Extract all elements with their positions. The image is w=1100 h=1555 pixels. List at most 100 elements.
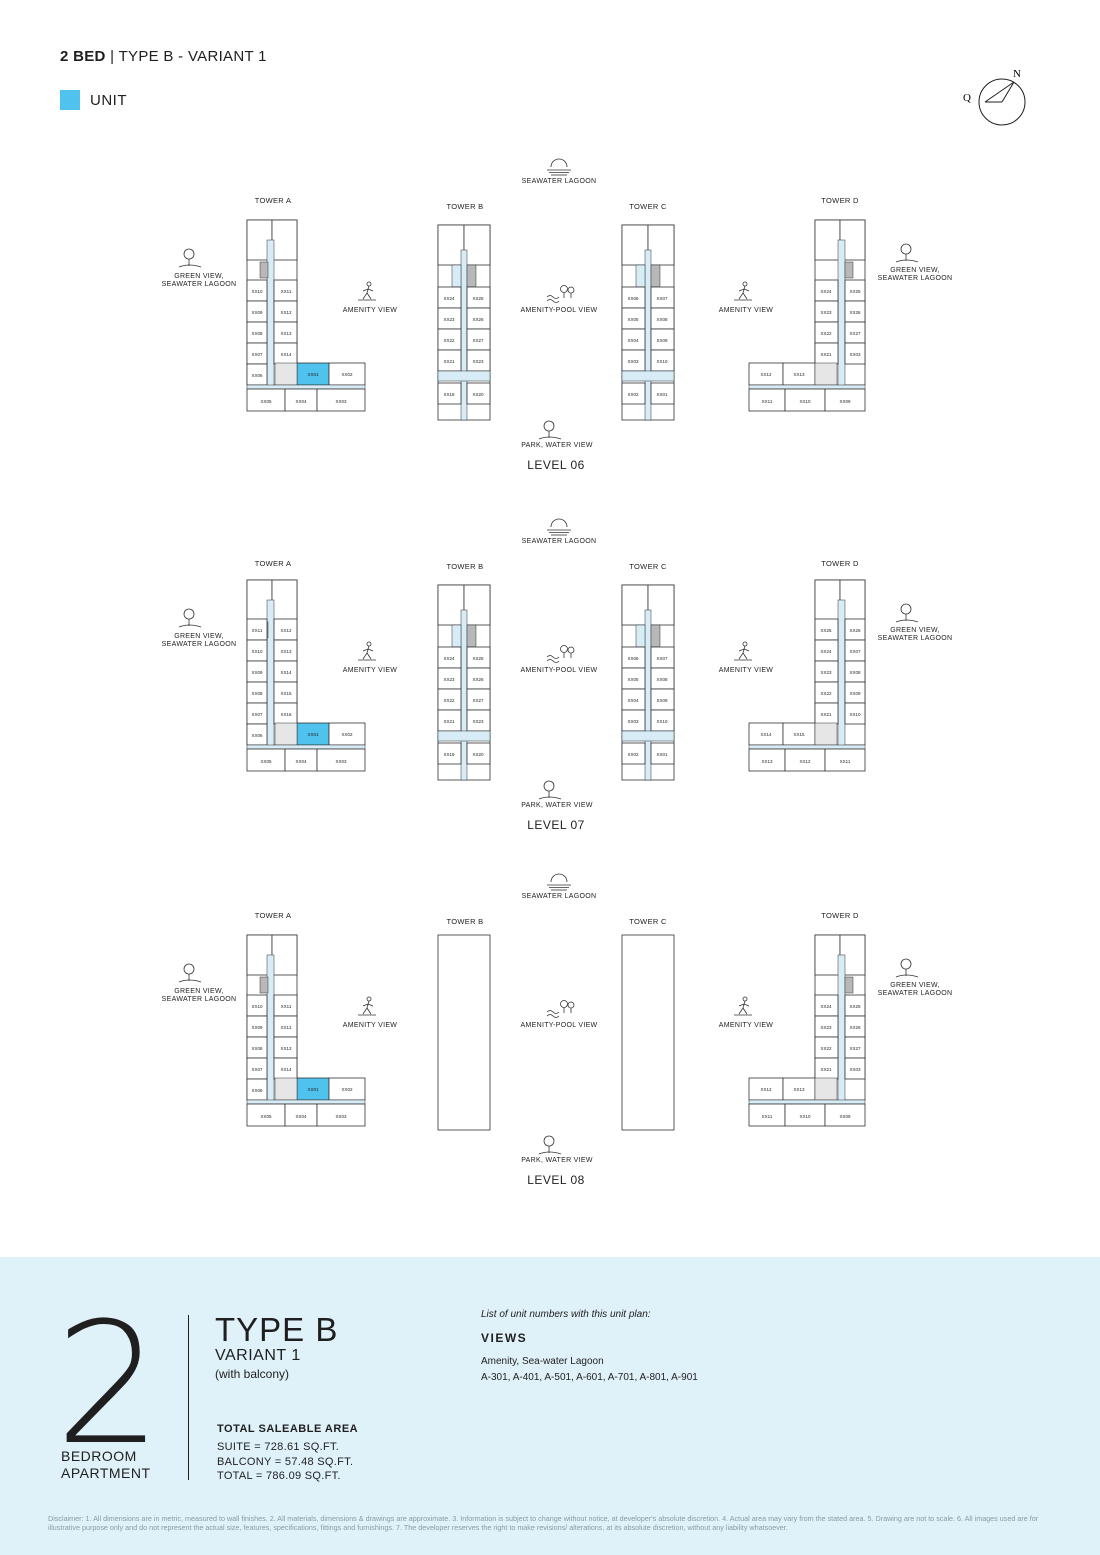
tower-b-label: TOWER B <box>446 202 484 211</box>
unit-number: XX07 <box>251 712 263 717</box>
unit-number: XX12 <box>280 628 292 633</box>
amenity-icon <box>358 641 376 661</box>
corridor <box>460 249 468 421</box>
unit-numbers: A-301, A-401, A-501, A-601, A-701, A-801… <box>481 1372 698 1383</box>
unit-number: XX06 <box>627 296 639 301</box>
unit-number: XX04 <box>295 759 307 764</box>
unit-cell <box>466 742 491 765</box>
unit-cell <box>437 224 465 266</box>
unit-number: XX06 <box>251 733 263 738</box>
seawater-lagoon-label: SEAWATER LAGOON <box>521 893 597 900</box>
legend: UNIT <box>60 90 127 110</box>
unit-number: XX13 <box>280 331 292 336</box>
green-view-icon <box>178 608 202 628</box>
corridor <box>837 239 846 396</box>
unit-number: XX25 <box>849 1004 861 1009</box>
tower-a-label: TOWER A <box>254 911 292 920</box>
unit-number: XX12 <box>760 372 772 377</box>
seawater-lagoon-label: SEAWATER LAGOON <box>521 538 597 545</box>
green-view-label: SEAWATER LAGOON <box>161 996 237 1003</box>
seawater-lagoon-icon <box>547 518 571 536</box>
unit-number: XX13 <box>280 1046 292 1051</box>
tower-d-plan: XX25XX24XX23XX22XX21XX26XX07XX08XX09XX10… <box>748 579 866 772</box>
unit-number: XX02 <box>341 372 353 377</box>
unit-number: XX07 <box>656 296 668 301</box>
unit-number: XX08 <box>251 331 263 336</box>
corridor <box>621 370 675 382</box>
unit-number: XX22 <box>443 698 455 703</box>
unit-number: XX02 <box>341 732 353 737</box>
unit-number: XX13 <box>793 372 805 377</box>
unit-number: XX21 <box>443 359 455 364</box>
unit-number: XX26 <box>849 1025 861 1030</box>
unit-number: XX23 <box>820 310 832 315</box>
unit-number: XX02 <box>627 752 639 757</box>
green-view-icon <box>178 248 202 268</box>
tower-a-plan: XX10XX09XX08XX07XX06XX11XX12XX13XX14XX01… <box>246 934 366 1127</box>
corridor <box>837 954 846 1111</box>
unit-number: XX08 <box>849 670 861 675</box>
unit-number: XX07 <box>251 352 263 357</box>
unit-number: XX02 <box>341 1087 353 1092</box>
level-label: LEVEL 06 <box>527 458 585 472</box>
unit-number: XX26 <box>849 310 861 315</box>
unit-number: XX10 <box>799 1114 811 1119</box>
unit-cell <box>814 934 841 976</box>
disclaimer: Disclaimer: 1. All dimensions are in met… <box>48 1514 1039 1532</box>
unit-number: XX14 <box>280 1067 292 1072</box>
unit-number: XX18 <box>443 392 455 397</box>
amenity-pool-view-label: AMENITY-POOL VIEW <box>520 667 598 674</box>
unit-cell <box>437 742 462 765</box>
unit-number: XX27 <box>849 1046 861 1051</box>
unit-list-note: List of unit numbers with this unit plan… <box>481 1309 651 1320</box>
unit-number: XX20 <box>472 392 484 397</box>
unit-cell <box>316 748 366 772</box>
unit-cell <box>621 224 649 266</box>
unit-variant: VARIANT 1 <box>215 1347 301 1364</box>
unit-number: XX25 <box>472 296 484 301</box>
unit-number: XX01 <box>656 752 668 757</box>
unit-cell <box>437 584 465 626</box>
unit-number: XX07 <box>656 656 668 661</box>
pool-icon <box>546 1000 575 1018</box>
corridor <box>246 744 366 750</box>
title-separator: | <box>110 48 115 65</box>
unit-cell <box>466 382 491 405</box>
amenity-pool-view-label: AMENITY-POOL VIEW <box>520 1022 598 1029</box>
total-area: TOTAL = 786.09 SQ.FT. <box>217 1470 341 1482</box>
park-water-view-label: PARK, WATER VIEW <box>521 802 593 809</box>
type-label: TYPE B - VARIANT 1 <box>118 48 267 65</box>
unit-cell <box>271 579 298 621</box>
unit-cell <box>650 382 675 405</box>
corridor <box>246 1099 366 1105</box>
park-water-view-label: PARK, WATER VIEW <box>521 1157 593 1164</box>
unit-cell <box>650 742 675 765</box>
unit-number: XX09 <box>656 698 668 703</box>
unit-number: XX23 <box>820 670 832 675</box>
unit-number: XX16 <box>280 712 292 717</box>
amenity-icon <box>734 281 752 301</box>
compass-icon: N Q <box>963 68 1026 126</box>
unit-number: XX11 <box>252 628 263 633</box>
green-view-icon <box>895 243 919 263</box>
core <box>259 261 269 279</box>
seawater-lagoon-icon <box>547 873 571 891</box>
core <box>259 976 269 994</box>
corridor <box>437 370 491 382</box>
tower-a-plan: XX11XX10XX09XX08XX07XX06XX12XX13XX14XX15… <box>246 579 366 772</box>
unit-number: XX10 <box>656 359 668 364</box>
green-view-label: SEAWATER LAGOON <box>877 635 953 642</box>
core <box>274 722 298 746</box>
unit-number: XX19 <box>443 752 455 757</box>
unit-number: XX12 <box>760 1087 772 1092</box>
unit-number: XX21 <box>820 1067 832 1072</box>
compass-qibla-label: Q <box>963 92 971 104</box>
unit-number: XX13 <box>280 649 292 654</box>
unit-number: XX22 <box>820 1046 832 1051</box>
